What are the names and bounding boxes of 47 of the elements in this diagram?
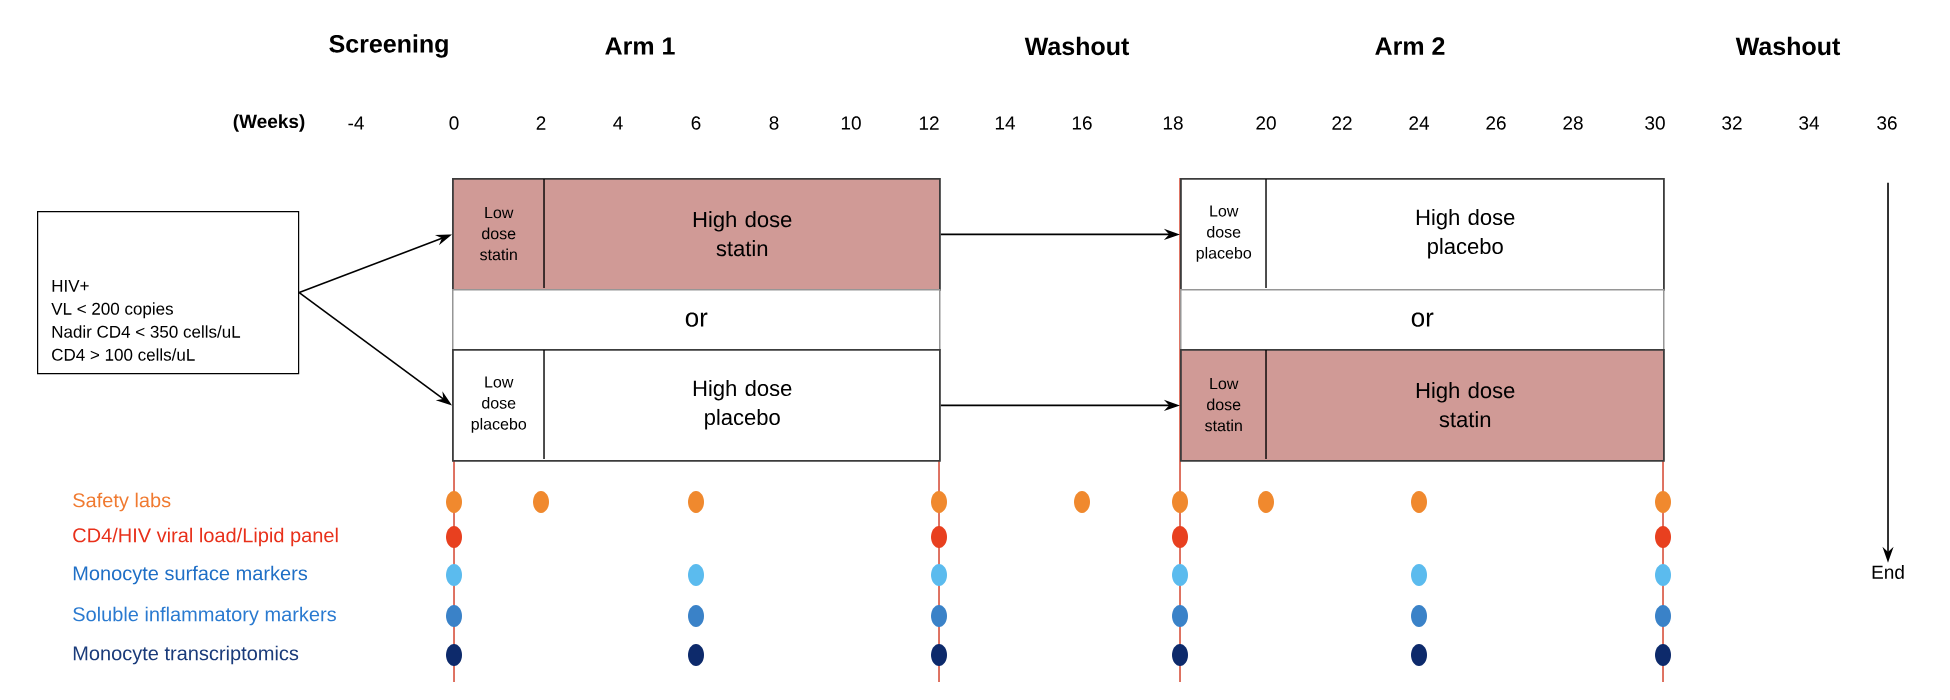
dose-cell: Low dose placebo	[471, 349, 545, 460]
phase-heading: Washout	[1024, 36, 1129, 56]
week-number: 26	[1486, 116, 1506, 130]
or-band: or	[452, 289, 941, 351]
week-number: 2	[536, 116, 546, 130]
treatment-box	[452, 178, 941, 291]
end-label: End	[1872, 565, 1904, 579]
dose-cell: High dose placebo	[693, 379, 792, 430]
assessment-label: Safety labs	[73, 492, 171, 512]
assessment-label: Monocyte surface markers	[73, 565, 308, 585]
phase-heading: Washout	[1735, 36, 1840, 56]
assessment-label: Monocyte transcriptomics	[73, 645, 299, 665]
dose-cell: High dose statin	[693, 211, 792, 257]
or-band: or	[1180, 289, 1665, 351]
week-number: 36	[1877, 116, 1897, 130]
treatment-box	[452, 349, 941, 462]
dose-cell: High dose statin	[1416, 382, 1515, 428]
week-number: 16	[1072, 116, 1092, 130]
week-number: 14	[995, 116, 1015, 130]
week-number: 0	[449, 116, 459, 130]
dose-cell: Low dose statin	[1205, 349, 1267, 460]
phase-heading: Screening	[329, 34, 448, 58]
phase-heading: Arm 2	[1375, 37, 1445, 55]
week-number: 28	[1563, 116, 1583, 130]
week-number: 30	[1645, 116, 1665, 130]
criteria-box: HIV+ VL < 200 copies Nadir CD4 < 350 cells/uL CD4 > 100 cells/uL	[37, 211, 300, 375]
week-number: 32	[1722, 116, 1742, 130]
week-number: 6	[691, 116, 701, 130]
week-number: 24	[1409, 116, 1429, 130]
assessment-label: CD4/HIV viral load/Lipid panel	[73, 527, 338, 547]
assessment-label: Soluble inflammatory markers	[73, 606, 336, 626]
week-number: 34	[1799, 116, 1819, 130]
week-number: 22	[1332, 116, 1352, 130]
week-number: 18	[1163, 116, 1183, 130]
week-number: 4	[613, 116, 623, 130]
week-number: 10	[841, 116, 861, 130]
dose-cell: Low dose placebo	[1196, 178, 1267, 289]
week-number: -4	[348, 116, 364, 130]
week-number: 20	[1256, 116, 1276, 130]
treatment-box	[1180, 178, 1665, 291]
phase-heading: Arm 1	[605, 37, 675, 55]
treatment-box	[1180, 349, 1665, 462]
dose-cell: High dose placebo	[1416, 208, 1515, 259]
dose-cell: Low dose statin	[480, 178, 545, 289]
week-number: 12	[919, 116, 939, 130]
week-number: 8	[769, 116, 779, 130]
axis-title: (Weeks)	[233, 114, 305, 132]
